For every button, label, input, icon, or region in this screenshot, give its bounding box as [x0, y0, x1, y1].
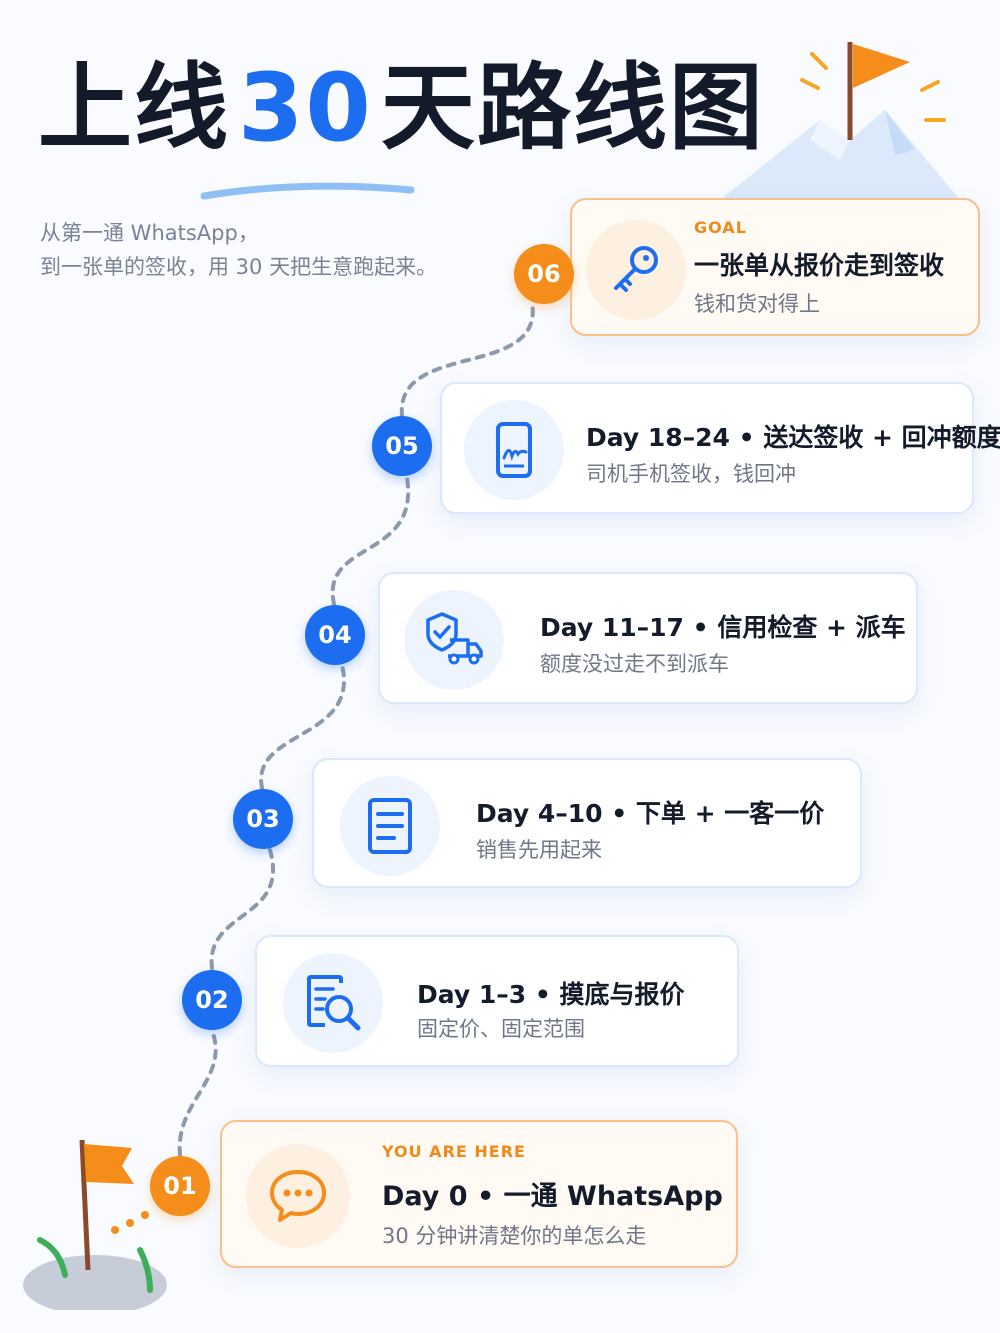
- chat-bubble-icon: [270, 1170, 326, 1222]
- step-subtitle: 销售先用起来: [476, 838, 602, 862]
- step-title: Day 11–17 • 信用检查 + 派车: [540, 613, 906, 642]
- shield-truck-icon-circle: [404, 590, 504, 690]
- step-badge-02: 02: [182, 970, 242, 1030]
- document-icon: [368, 798, 412, 854]
- phone-signature-icon: [496, 422, 532, 478]
- title-prefix: 上线: [38, 54, 231, 163]
- step-card-05: Day 18–24 • 送达签收 + 回冲额度 司机手机签收，钱回冲: [440, 382, 1000, 514]
- step-card-04: Day 11–17 • 信用检查 + 派车 额度没过走不到派车: [378, 572, 918, 704]
- key-icon-circle: [586, 220, 686, 320]
- step-tag: YOU ARE HERE: [382, 1142, 526, 1161]
- step-title: 一张单从报价走到签收: [694, 251, 945, 280]
- step-badge-05: 05: [372, 416, 432, 476]
- step-title: Day 1–3 • 摸底与报价: [417, 980, 685, 1009]
- title-underline: [200, 182, 415, 200]
- step-badge-04: 04: [305, 605, 365, 665]
- step-title: Day 0 • 一通 WhatsApp: [382, 1181, 723, 1212]
- document-search-icon: [307, 975, 361, 1031]
- title-number: 30: [238, 54, 373, 163]
- subtitle-line-2: 到一张单的签收，用 30 天把生意跑起来。: [40, 255, 438, 279]
- step-badge-01: 01: [150, 1156, 210, 1216]
- step-subtitle: 额度没过走不到派车: [540, 652, 729, 676]
- step-subtitle: 钱和货对得上: [694, 292, 820, 316]
- page-subtitle: 从第一通 WhatsApp， 到一张单的签收，用 30 天把生意跑起来。: [40, 216, 437, 284]
- step-title: Day 4–10 • 下单 + 一客一价: [476, 799, 825, 828]
- step-card-goal: GOAL 一张单从报价走到签收 钱和货对得上: [570, 198, 980, 336]
- key-icon: [614, 246, 658, 292]
- step-tag: GOAL: [694, 218, 747, 237]
- step-subtitle: 30 分钟讲清楚你的单怎么走: [382, 1224, 647, 1248]
- step-card-01: YOU ARE HERE Day 0 • 一通 WhatsApp 30 分钟讲清…: [220, 1120, 738, 1268]
- step-card-02: Day 1–3 • 摸底与报价 固定价、固定范围: [255, 935, 739, 1067]
- step-badge-03: 03: [233, 789, 293, 849]
- phone-icon-circle: [464, 400, 564, 500]
- subtitle-line-1: 从第一通 WhatsApp，: [40, 221, 259, 245]
- step-badge-06: 06: [514, 244, 574, 304]
- shield-truck-icon: [426, 612, 483, 665]
- document-icon-circle: [340, 776, 440, 876]
- title-suffix: 天路线图: [380, 54, 765, 163]
- step-subtitle: 司机手机签收，钱回冲: [586, 462, 796, 486]
- page-title: 上线30天路线图: [38, 62, 765, 156]
- document-search-icon-circle: [283, 953, 383, 1053]
- chat-icon-circle: [246, 1144, 350, 1248]
- mountain-flag-illustration: [720, 42, 960, 200]
- step-subtitle: 固定价、固定范围: [417, 1017, 585, 1041]
- step-title: Day 18–24 • 送达签收 + 回冲额度: [586, 423, 1000, 452]
- start-flag-illustration: [23, 1139, 167, 1310]
- step-card-03: Day 4–10 • 下单 + 一客一价 销售先用起来: [312, 758, 862, 888]
